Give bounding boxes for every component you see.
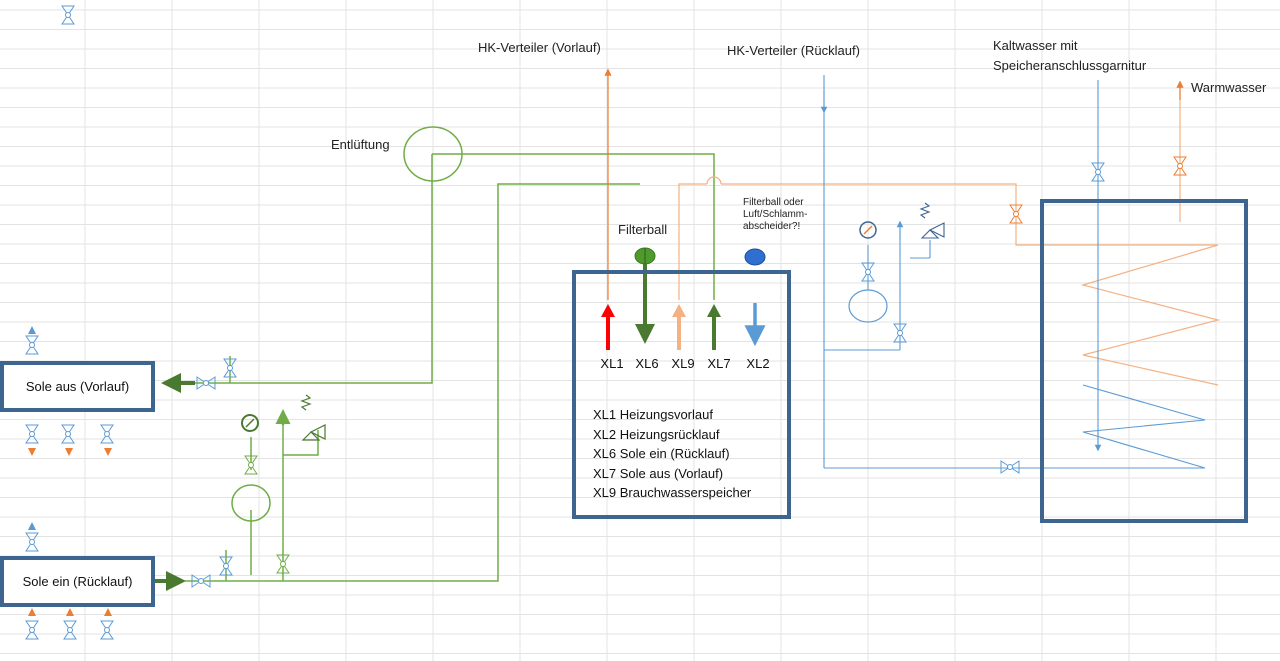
arrow-xl7 <box>707 304 721 350</box>
code-xl6: XL6 <box>635 356 659 371</box>
valve-icon <box>893 323 907 343</box>
flow-arrow-icon <box>65 448 73 456</box>
cold-water-piping <box>823 75 1206 469</box>
safety-valve-icon <box>300 394 326 441</box>
valve-icon <box>244 455 258 475</box>
code-xl9: XL9 <box>671 356 695 371</box>
valve-icon <box>100 424 114 444</box>
valve-icon <box>196 376 216 390</box>
valve-icon <box>1173 156 1187 176</box>
pressure-gauge-icon <box>241 414 259 432</box>
valve-icon <box>219 556 233 576</box>
expansion-vessel-heating <box>848 289 888 323</box>
label-kaltwasser-line1: Kaltwasser mit <box>993 38 1078 53</box>
hot-water-piping <box>604 68 1221 386</box>
pressure-gauge-heating-icon <box>859 221 877 239</box>
flow-arrow-icon <box>104 608 112 616</box>
sole-aus-box: Sole aus (Vorlauf) <box>0 361 155 412</box>
flow-arrow-icon <box>66 608 74 616</box>
valve-icon <box>25 335 39 355</box>
valve-icon <box>25 424 39 444</box>
label-kaltwasser-line2: Speicheranschlussgarnitur <box>993 58 1147 73</box>
valve-icon <box>191 574 211 588</box>
valve-icon <box>100 620 114 640</box>
arrow-xl1 <box>601 304 615 350</box>
heat-pump-box <box>572 270 791 519</box>
safety-valve-heating-icon <box>919 202 945 239</box>
code-xl1: XL1 <box>600 356 624 371</box>
label-filterball: Filterball <box>618 222 668 237</box>
label-entlueftung: Entlüftung <box>331 137 390 152</box>
valve-icon <box>861 262 875 282</box>
flow-arrow-icon <box>28 608 36 616</box>
valve-icon <box>25 620 39 640</box>
vent-vessel <box>403 126 463 182</box>
flow-arrow-icon <box>28 326 36 334</box>
valve-icon <box>25 532 39 552</box>
valve-icon <box>63 620 77 640</box>
flow-arrow-icon <box>28 448 36 456</box>
code-xl2: XL2 <box>746 356 770 371</box>
sole-ein-box: Sole ein (Rücklauf) <box>0 556 155 607</box>
filterball-heating-icon <box>744 248 766 266</box>
valve-icon <box>1091 162 1105 182</box>
label-filterball-oder: Filterball oder Luft/Schlamm-abscheider?… <box>743 197 808 232</box>
valve-icon <box>61 424 75 444</box>
label-warmwasser: Warmwasser <box>1191 80 1267 95</box>
label-hk-verteiler-ruecklauf: HK-Verteiler (Rücklauf) <box>727 43 860 58</box>
connection-legend: XL1 Heizungsvorlauf XL2 Heizungsrücklauf… <box>593 405 751 503</box>
valve-icon <box>223 358 237 378</box>
valve-icon <box>61 5 75 25</box>
valve-icon <box>1000 460 1020 474</box>
arrow-xl9 <box>672 304 686 350</box>
legend-item: XL1 Heizungsvorlauf <box>593 407 713 422</box>
valve-icon <box>1009 204 1023 224</box>
legend-item: XL7 Sole aus (Vorlauf) <box>593 465 724 481</box>
expansion-vessel-brine <box>231 484 271 522</box>
sole-aus-label: Sole aus (Vorlauf) <box>25 379 130 394</box>
hot-water-tank <box>1040 199 1248 523</box>
label-hk-verteiler-vorlauf: HK-Verteiler (Vorlauf) <box>478 40 601 55</box>
legend-item: XL9 Brauchwasserspeicher <box>593 485 752 500</box>
code-xl7: XL7 <box>707 356 731 371</box>
sole-ein-label: Sole ein (Rücklauf) <box>22 574 133 589</box>
flow-arrow-icon <box>28 522 36 530</box>
connection-arrows <box>601 304 721 350</box>
legend-item: XL6 Sole ein (Rücklauf) <box>593 446 730 461</box>
flow-arrow-icon <box>104 448 112 456</box>
valves <box>25 5 1187 640</box>
valve-icon <box>276 554 290 574</box>
legend-item: XL2 Heizungsrücklauf <box>593 426 720 442</box>
